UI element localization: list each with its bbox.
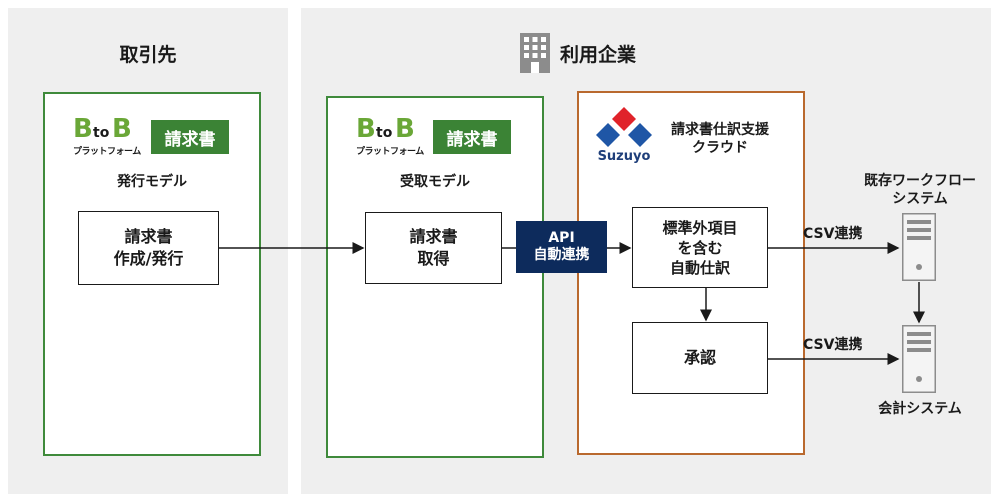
issue-model-label: 発行モデル	[117, 174, 187, 190]
server-icon	[902, 213, 936, 281]
api-integration-badge: API 自動連携	[516, 221, 607, 273]
company-title: 利用企業	[560, 44, 637, 66]
csv-link-label: CSV連携	[803, 337, 863, 353]
accounting-system-label: 会計システム	[878, 401, 962, 417]
suzuyo-logo: Suzuyo	[593, 105, 655, 167]
btob-logo: B to B プラットフォーム	[356, 114, 424, 157]
building-icon	[520, 33, 550, 73]
invoice-receive-box: 請求書 取得	[365, 212, 502, 284]
btob-logo: B to B プラットフォーム	[73, 114, 141, 157]
auto-journal-box: 標準外項目 を含む 自動仕訳	[632, 207, 768, 288]
approval-box: 承認	[632, 322, 768, 394]
server-icon	[902, 325, 936, 393]
partner-title: 取引先	[119, 44, 177, 66]
invoice-badge: 請求書	[151, 120, 229, 154]
invoice-badge: 請求書	[433, 120, 511, 154]
workflow-system-label: 既存ワークフロー システム	[864, 173, 976, 207]
receive-model-label: 受取モデル	[400, 174, 470, 190]
invoice-create-box: 請求書 作成/発行	[78, 211, 219, 285]
suzuyo-service-name: 請求書仕訳支援 クラウド	[671, 122, 769, 156]
csv-link-label: CSV連携	[803, 226, 863, 242]
